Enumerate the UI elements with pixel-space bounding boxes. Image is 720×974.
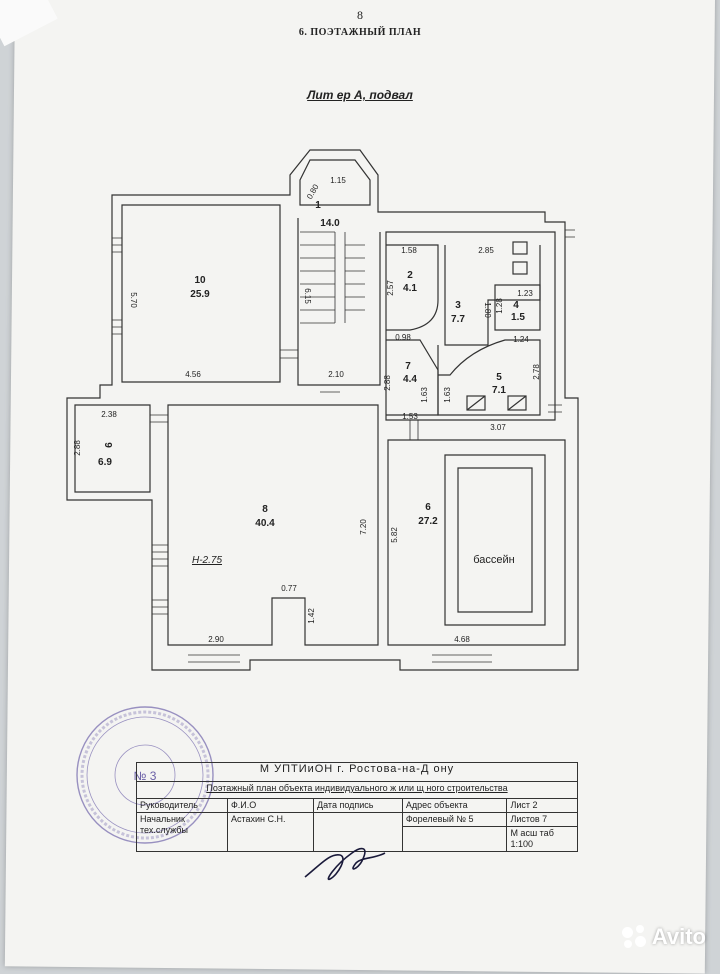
signature-cell (313, 812, 403, 852)
dimension-label: 2.88 (73, 440, 82, 456)
handwritten-signature (304, 847, 386, 881)
head-role-line-1: Начальник (140, 814, 185, 824)
dimension-label: 2.90 (208, 635, 224, 644)
dimension-label: 2.38 (101, 410, 117, 419)
dimension-label: 0.80 (305, 182, 321, 200)
dimension-label: 0.77 (281, 584, 297, 593)
dimension-label: 7.20 (359, 519, 368, 535)
dimension-label: 4.56 (185, 370, 201, 379)
avito-watermark: Avito (621, 924, 706, 950)
room-7-area: 4.4 (403, 374, 417, 385)
dimension-label: 2.88 (383, 375, 392, 391)
room-8-area: 40.4 (255, 518, 275, 529)
room-8-number: 8 (262, 504, 268, 515)
pool-label: бассейн (473, 554, 515, 566)
room-5-area: 7.1 (492, 385, 506, 396)
head-name: Астахин С.Н. (226, 812, 315, 852)
address-blank (401, 826, 508, 852)
dimension-label: 2.85 (478, 246, 494, 255)
dimension-label: 3.07 (490, 423, 506, 432)
page-number: 8 (357, 8, 363, 22)
dimension-label: 1.23 (517, 289, 533, 298)
avito-logo-icon (621, 925, 646, 949)
dimension-label: 1.63 (443, 387, 452, 403)
room-1-area: 14.0 (320, 218, 340, 229)
dimension-label: 1.15 (330, 176, 346, 185)
scale-cell: М асш таб 1:100 (506, 826, 578, 852)
dimension-label: 1.80 (483, 302, 492, 318)
room-6-number: 6 (425, 502, 431, 513)
room-1-number: 1 (315, 200, 321, 211)
plan-title: Лит ер А, подвал (307, 88, 413, 102)
dimension-label: 5.82 (390, 527, 399, 543)
dimension-label: 1.53 (402, 412, 418, 421)
title-block: М УПТИиОН г. Ростова-на-Д ону Поэтажный … (136, 762, 578, 852)
object-address: Форелевый № 5 (401, 812, 508, 827)
room-3-area: 7.7 (451, 314, 465, 325)
header-fio: Ф.И.О (226, 798, 315, 813)
dimension-label: 5.70 (129, 292, 138, 308)
header-address: Адрес объекта (401, 798, 508, 813)
sheets-total: Листов 7 (506, 812, 578, 827)
room-6-area: 27.2 (418, 516, 438, 527)
header-date-sign: Дата подпись (313, 798, 403, 813)
header-head: Руководитель (136, 798, 228, 813)
dimension-label: 0.98 (395, 333, 411, 342)
dimension-label: 1.58 (401, 246, 417, 255)
org-name: М УПТИиОН г. Ростова-на-Д ону (136, 762, 578, 782)
room-10-number: 10 (194, 275, 206, 286)
dimension-label: 6.15 (303, 288, 312, 304)
dimension-label: 2.57 (386, 280, 395, 296)
height-mark: Н-2.75 (192, 555, 222, 566)
dimension-label: 2.10 (328, 370, 344, 379)
drawing-subtitle: Поэтажный план объекта индивидуального ж… (136, 781, 578, 799)
head-role: Начальник тех.службы (136, 812, 228, 852)
dimension-label: 1.63 (420, 387, 429, 403)
avito-wordmark: Avito (651, 924, 706, 949)
room-10-area: 25.9 (190, 289, 210, 300)
room-4-number: 4 (513, 300, 519, 311)
room-9-number: 9 (102, 442, 113, 448)
dimension-label: 1.24 (513, 335, 529, 344)
room-7-number: 7 (405, 361, 411, 372)
room-9-area: 6.9 (98, 457, 112, 468)
head-role-line-2: тех.службы (140, 825, 188, 835)
section-heading: 6. ПОЭТАЖНЫЙ ПЛАН (298, 27, 422, 38)
dimension-label: 1.42 (307, 608, 316, 624)
room-2-area: 4.1 (403, 283, 417, 294)
room-3-number: 3 (455, 300, 461, 311)
sheet-number: Лист 2 (506, 798, 578, 813)
scale-label: М асш таб (510, 828, 554, 838)
scale-value: 1:100 (510, 839, 533, 849)
room-5-number: 5 (496, 372, 502, 383)
room-2-number: 2 (407, 270, 413, 281)
dimension-label: 2.78 (532, 364, 541, 380)
dimension-label: 1.28 (495, 298, 504, 314)
dimension-label: 4.68 (454, 635, 470, 644)
room-4-area: 1.5 (511, 312, 525, 323)
